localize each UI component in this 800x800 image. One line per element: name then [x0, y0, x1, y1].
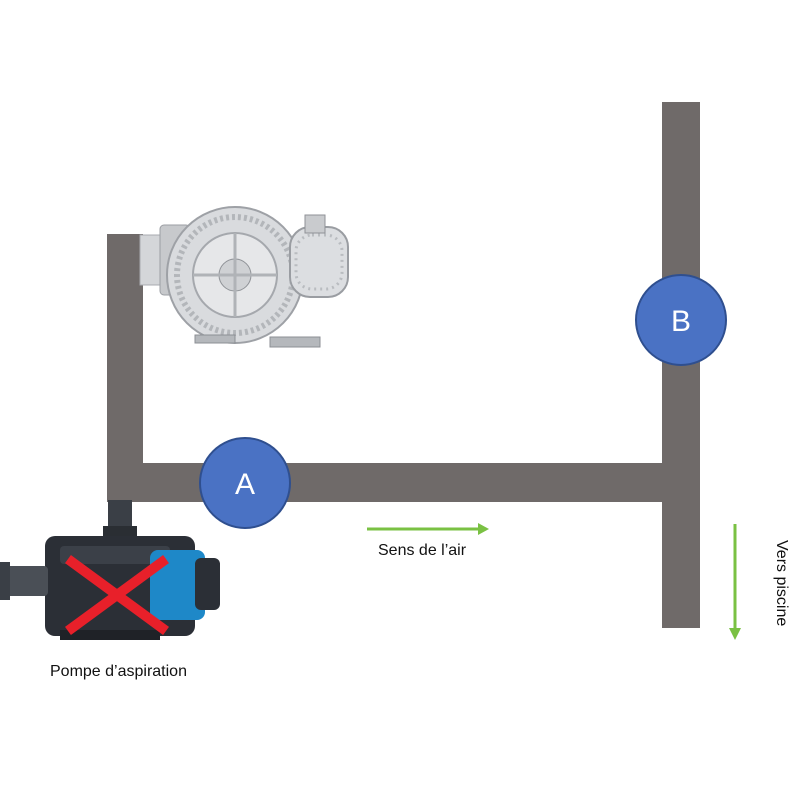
horizontal-pipe [107, 463, 697, 502]
air-direction-label: Sens de l’air [378, 542, 467, 559]
to-pool-label: Vers piscine [773, 540, 790, 627]
left-vertical-pipe [107, 234, 143, 502]
pool-pump-icon [0, 500, 220, 640]
pump-label: Pompe d’aspiration [50, 663, 187, 680]
to-pool-arrow-icon [729, 524, 741, 640]
red-cross-icon [65, 555, 169, 635]
junction-a-label: A [235, 468, 255, 501]
air-direction-arrow-icon [367, 523, 489, 535]
junction-b-label: B [671, 305, 691, 338]
junction-b: B [635, 274, 727, 366]
side-channel-blower-icon [139, 206, 349, 348]
junction-a: A [199, 437, 291, 529]
